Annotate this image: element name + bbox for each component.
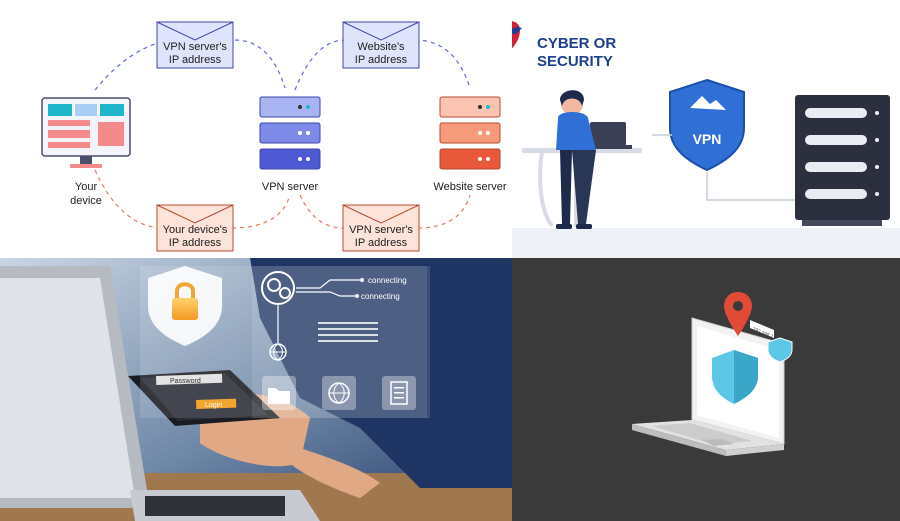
laptop-shield-illustration: 192.168.1.1 — [512, 258, 900, 521]
envelope-vpn-ip-bottom: VPN server's IP address — [342, 204, 420, 252]
website-server-label: Website server — [433, 181, 506, 193]
info-lines-panel — [318, 322, 378, 342]
connecting-label-1: connecting — [368, 276, 407, 285]
flow-arc-return-from-vpn — [231, 194, 291, 229]
envelope-vpn-ip-top-line1: VPN server's — [163, 41, 227, 53]
envelope-device-ip-line2: IP address — [169, 237, 222, 249]
cyber-security-logo — [512, 21, 520, 49]
vpn-shield-icon — [669, 78, 745, 172]
your-device-icon — [41, 97, 131, 168]
vpn-flow-diagram: Your device VPN server Website — [0, 0, 512, 258]
envelope-website-ip: Website's IP address — [342, 21, 420, 69]
vpn-server-icon — [259, 96, 321, 170]
logo-mark — [512, 27, 522, 34]
person-at-desk-illustration — [522, 90, 642, 229]
globe-cursor-icon — [269, 343, 287, 361]
globe-tile-icon — [322, 376, 356, 410]
logo-text-line1: CYBER OR — [537, 35, 616, 52]
flow-arc-vpn-to-website — [294, 39, 346, 91]
vpn-server-label: VPN server — [262, 181, 319, 193]
login-button-label: Login — [205, 402, 222, 409]
security-photo-panel: connecting connecting — [0, 258, 512, 521]
vpn-shield-label: VPN — [693, 131, 722, 147]
flow-arc-return-to-vpn — [299, 194, 344, 229]
envelope-vpn-ip-bottom-line2: IP address — [355, 237, 408, 249]
flow-arc-to-vpn-server — [234, 39, 286, 89]
password-field-label: Password — [170, 378, 201, 385]
laptop-photo — [0, 266, 320, 521]
website-server-icon — [439, 96, 501, 170]
your-device-label-line2: device — [70, 195, 102, 207]
vpn-illustration: CYBER OR SECURITY — [512, 0, 900, 258]
envelope-vpn-ip-bottom-line1: VPN server's — [349, 224, 413, 236]
server-rack-icon — [795, 95, 890, 226]
flow-arc-to-website-server — [414, 39, 471, 89]
connecting-label-2: connecting — [361, 292, 400, 301]
logo-text-line2: SECURITY — [537, 53, 613, 70]
envelope-device-ip-line1: Your device's — [163, 224, 228, 236]
small-shield-badge-icon — [767, 337, 793, 363]
envelope-website-ip-line1: Website's — [357, 41, 405, 53]
ip-tag — [750, 320, 774, 338]
document-tile-icon — [382, 376, 416, 410]
screen-shield-icon — [712, 350, 758, 404]
location-pin-icon — [724, 292, 752, 336]
envelope-vpn-ip-top-line2: IP address — [169, 54, 222, 66]
padlock-shield-icon — [148, 266, 222, 346]
envelope-website-ip-line2: IP address — [355, 54, 408, 66]
your-device-label-line1: Your — [75, 181, 98, 193]
flow-arc-return-from-website — [417, 194, 471, 229]
envelope-device-ip: Your device's IP address — [156, 204, 234, 252]
folder-tile-icon — [262, 376, 296, 410]
flow-arc-return-device — [94, 169, 161, 229]
envelope-vpn-ip-top: VPN server's IP address — [156, 21, 234, 69]
